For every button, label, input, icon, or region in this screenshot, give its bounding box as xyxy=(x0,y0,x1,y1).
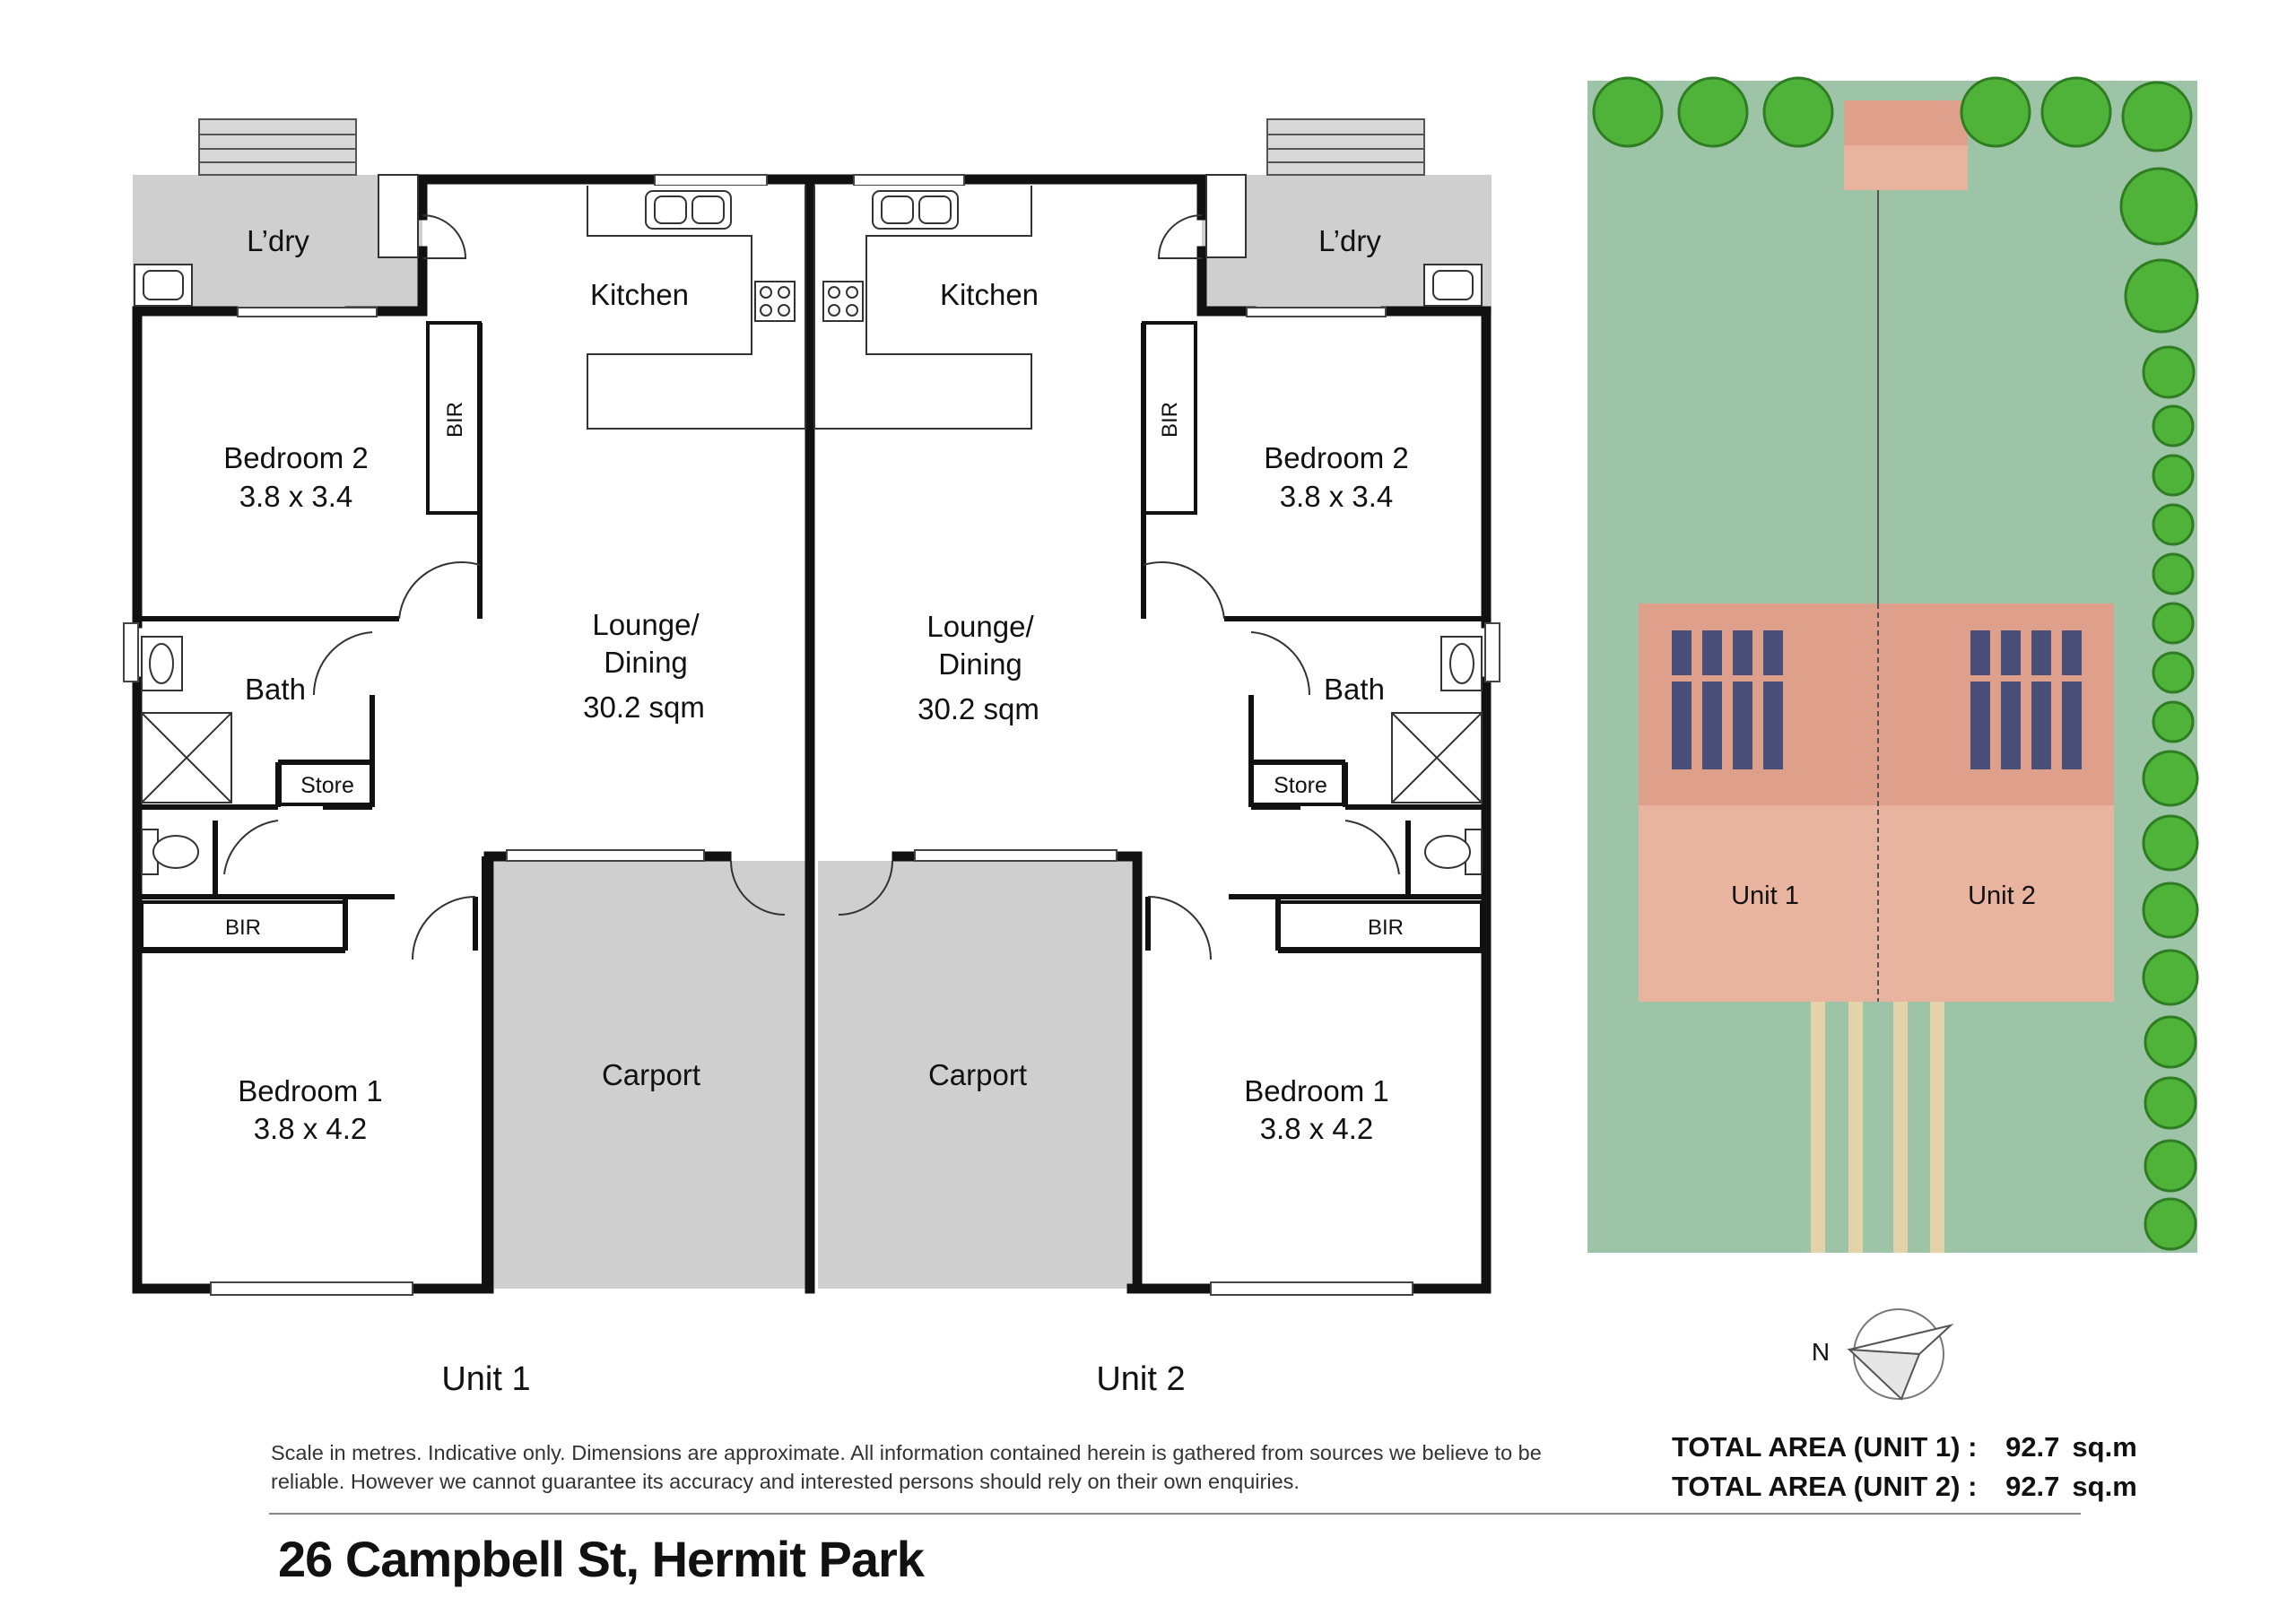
kitchen-label: Kitchen xyxy=(590,278,689,311)
kitchen-benches xyxy=(587,186,1032,430)
site-unit1-label: Unit 1 xyxy=(1731,881,1799,910)
carport-label: Carport xyxy=(602,1058,700,1091)
bedroom2-size: 3.8 x 3.4 xyxy=(1280,480,1394,513)
total-area-label: TOTAL AREA (UNIT 2) : xyxy=(1672,1471,1978,1502)
total-area-value: 92.7 xyxy=(2005,1431,2060,1463)
rear-shed-roof xyxy=(1844,100,1968,145)
kitchen-label: Kitchen xyxy=(940,278,1039,311)
lounge-area: 30.2 sqm xyxy=(583,690,705,724)
total-area-unit: sq.m xyxy=(2072,1471,2137,1502)
total-areas: TOTAL AREA (UNIT 1) : 92.7 sq.m TOTAL AR… xyxy=(1672,1428,2137,1507)
disclaimer: Scale in metres. Indicative only. Dimens… xyxy=(271,1441,1542,1493)
grey-fills xyxy=(133,175,1492,1289)
bedroom2-name: Bedroom 2 xyxy=(1264,441,1408,474)
bir-label-upper: BIR xyxy=(1158,402,1182,438)
bedroom1-size: 3.8 x 4.2 xyxy=(254,1112,368,1145)
store-label: Store xyxy=(1274,773,1327,798)
unit1-label: Unit 1 xyxy=(441,1360,530,1398)
total-area-unit1: TOTAL AREA (UNIT 1) : 92.7 sq.m xyxy=(1672,1428,2137,1467)
lounge-line2: Dining xyxy=(938,647,1022,681)
total-area-label: TOTAL AREA (UNIT 1) : xyxy=(1672,1431,1978,1463)
carport-label: Carport xyxy=(928,1058,1027,1091)
total-area-value: 92.7 xyxy=(2005,1471,2060,1502)
property-address: 26 Campbell St, Hermit Park xyxy=(278,1531,925,1587)
bir-label-lower: BIR xyxy=(225,916,261,940)
walls xyxy=(132,174,1492,1294)
total-area-unit: sq.m xyxy=(2072,1431,2137,1463)
lounge-area: 30.2 sqm xyxy=(918,692,1039,725)
bir-label-lower: BIR xyxy=(1368,916,1404,940)
store-label: Store xyxy=(300,773,354,798)
solar-panels xyxy=(1672,630,2082,769)
driveway-strips xyxy=(1811,1002,1944,1253)
unit2-label: Unit 2 xyxy=(1096,1360,1185,1398)
north-compass: N xyxy=(1812,1308,1954,1401)
lounge-line1: Lounge/ xyxy=(926,610,1034,643)
bedroom1-name: Bedroom 1 xyxy=(1244,1074,1388,1107)
total-area-unit2: TOTAL AREA (UNIT 2) : 92.7 sq.m xyxy=(1672,1467,2137,1507)
bedroom2-size: 3.8 x 3.4 xyxy=(239,480,353,513)
bath-label: Bath xyxy=(1324,673,1385,706)
door-swings xyxy=(223,214,1400,960)
laundry-label: L’dry xyxy=(1318,224,1381,257)
lounge-line2: Dining xyxy=(604,646,688,679)
trees xyxy=(1592,76,2199,1251)
room-labels-unit1: L’dry Kitchen BIR Bedroom 2 3.8 x 3.4 Lo… xyxy=(223,224,705,1398)
bedroom1-size: 3.8 x 4.2 xyxy=(1260,1112,1374,1145)
room-labels-unit2: L’dry Kitchen BIR Bedroom 2 3.8 x 3.4 Lo… xyxy=(918,224,1409,1398)
bedroom1-name: Bedroom 1 xyxy=(238,1074,382,1107)
entry-steps xyxy=(198,118,1425,176)
compass-letter: N xyxy=(1812,1338,1830,1366)
bedroom2-name: Bedroom 2 xyxy=(223,441,368,474)
bath-label: Bath xyxy=(245,673,306,706)
bath-fixtures xyxy=(141,636,1483,875)
site-unit2-label: Unit 2 xyxy=(1968,881,2036,910)
bir-boxes xyxy=(140,761,1483,951)
bir-label-upper: BIR xyxy=(443,402,467,438)
laundry-label: L’dry xyxy=(247,224,309,257)
site-plan: Unit 1 Unit 2 xyxy=(1587,76,2199,1253)
laundry-fixtures xyxy=(134,174,1483,307)
lounge-line1: Lounge/ xyxy=(592,608,700,641)
